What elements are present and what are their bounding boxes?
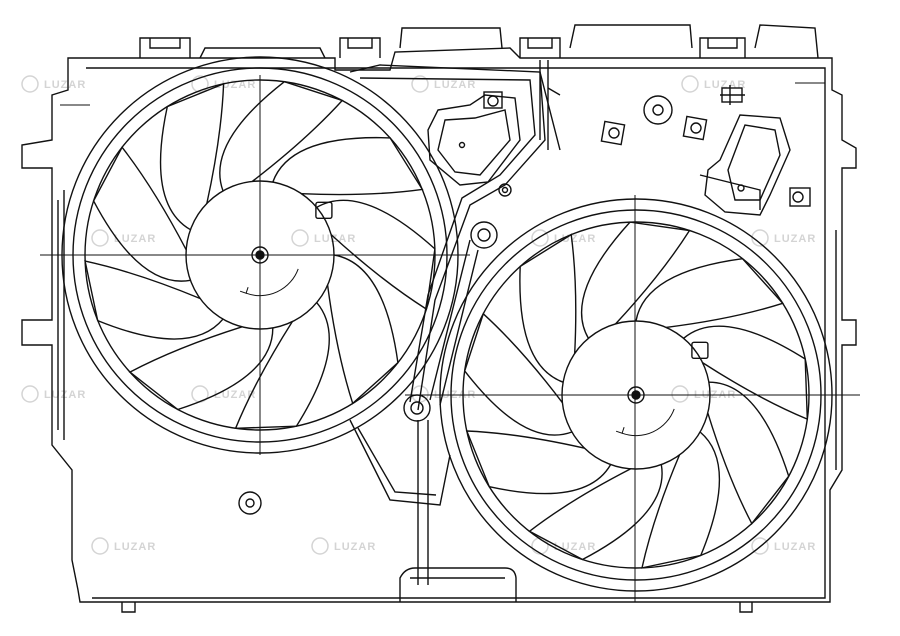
watermark: LUZAR xyxy=(91,537,156,555)
rotation-arrow-icon xyxy=(621,408,675,437)
watermark-text: LUZAR xyxy=(434,79,476,91)
fan-blade xyxy=(528,464,663,561)
watermark-logo-icon xyxy=(91,229,109,247)
watermark: LUZAR xyxy=(751,537,816,555)
fan-blade xyxy=(326,254,399,405)
watermark: LUZAR xyxy=(91,229,156,247)
fan-blade xyxy=(463,312,573,436)
fan-blade xyxy=(272,136,424,196)
watermark-text: LUZAR xyxy=(334,541,376,553)
watermark-logo-icon xyxy=(681,75,699,93)
fan-blade xyxy=(128,326,274,411)
fan-blade xyxy=(580,221,691,339)
watermark-text: LUZAR xyxy=(704,79,746,91)
watermark-logo-icon xyxy=(751,229,769,247)
watermark-logo-icon xyxy=(91,537,109,555)
fan-blade xyxy=(465,430,612,495)
watermark: LUZAR xyxy=(21,75,86,93)
watermark-logo-icon xyxy=(671,385,689,403)
watermark-text: LUZAR xyxy=(114,233,156,245)
watermark: LUZAR xyxy=(411,75,476,93)
watermark-logo-icon xyxy=(21,385,39,403)
hub-mount-tab xyxy=(691,341,709,359)
watermark: LUZAR xyxy=(21,385,86,403)
fan-blade xyxy=(84,260,224,340)
watermark-text: LUZAR xyxy=(774,541,816,553)
watermark: LUZAR xyxy=(291,229,356,247)
watermark-text: LUZAR xyxy=(774,233,816,245)
fan-blade xyxy=(92,146,191,282)
watermark: LUZAR xyxy=(751,229,816,247)
watermark-text: LUZAR xyxy=(214,389,256,401)
watermark-logo-icon xyxy=(531,537,549,555)
watermark-logo-icon xyxy=(191,75,209,93)
hub-mount-tab xyxy=(315,201,333,220)
shroud-housing xyxy=(21,24,857,613)
rotation-arrowhead xyxy=(615,427,625,434)
fan-blade xyxy=(707,381,790,525)
watermark: LUZAR xyxy=(671,385,735,403)
fan-blade xyxy=(683,325,809,421)
watermark-logo-icon xyxy=(21,75,39,93)
watermark-text: LUZAR xyxy=(214,79,256,91)
rotation-arrow-icon xyxy=(245,268,299,297)
watermark-text: LUZAR xyxy=(44,389,86,401)
watermark-text: LUZAR xyxy=(314,233,356,245)
watermark-text: LUZAR xyxy=(114,541,156,553)
rotation-arrowhead xyxy=(239,287,249,294)
watermark-text: LUZAR xyxy=(44,79,86,91)
centerlines xyxy=(40,75,860,602)
watermark: LUZAR xyxy=(311,537,376,555)
fan-blade xyxy=(635,257,784,329)
watermark-logo-icon xyxy=(531,229,549,247)
watermark: LUZAR xyxy=(531,229,596,247)
fan-blade xyxy=(519,233,577,383)
watermark: LUZAR xyxy=(191,385,256,403)
watermark-logo-icon xyxy=(311,537,329,555)
watermark-logo-icon xyxy=(411,75,429,93)
mounting-bosses xyxy=(238,95,804,515)
watermark-text: LUZAR xyxy=(554,233,596,245)
fan-blade xyxy=(641,431,721,569)
watermark-logo-icon xyxy=(291,229,309,247)
fan-blade xyxy=(316,199,436,311)
watermark: LUZAR xyxy=(191,75,256,93)
watermark-layer: LUZAR LUZAR LUZAR LUZAR LUZAR LUZAR LUZAR LUZAR… xyxy=(21,75,816,555)
fan-blade xyxy=(234,302,330,430)
watermark: LUZAR xyxy=(681,75,746,93)
fan-blade xyxy=(219,80,344,192)
fan-blade xyxy=(159,82,225,231)
watermark-logo-icon xyxy=(751,537,769,555)
